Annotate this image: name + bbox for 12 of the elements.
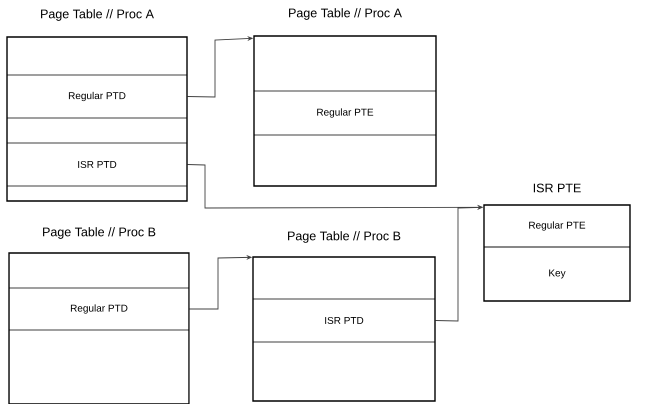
table-row: ISR PTD [252,298,436,342]
node-label: Page Table // Proc B [43,227,156,239]
node-label: Page Table // Proc B [288,231,400,243]
node-label: Page Table // Proc A [289,8,402,20]
node-label: ISR PTE [534,184,581,192]
table-row: Key [484,246,630,302]
table-row: Regular PTD [8,288,190,330]
table-row: Regular PTD [6,74,188,118]
node-label: Page Table // Proc A [41,9,154,21]
table-row: Regular PTE [254,90,436,136]
table-row: ISR PTD [6,142,188,186]
node-label: Regular PTE [529,221,586,231]
